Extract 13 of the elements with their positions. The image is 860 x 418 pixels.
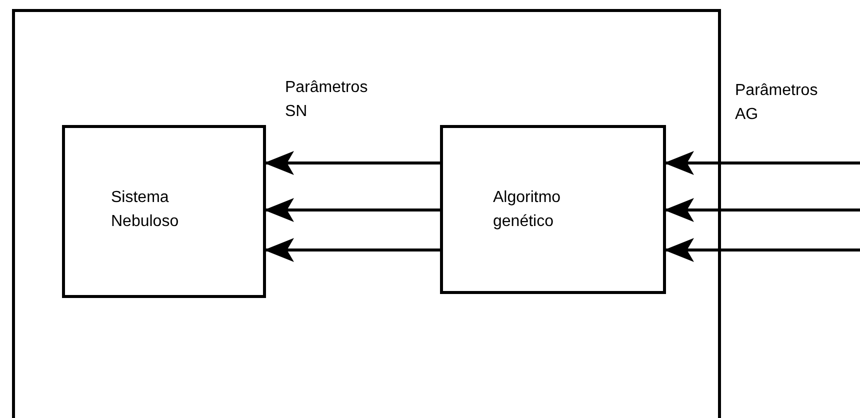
box-label: Sistema Nebuloso <box>111 188 180 232</box>
parameter-label: Parâmetros AG <box>735 81 819 125</box>
process-box <box>62 125 266 298</box>
process-box <box>440 125 666 294</box>
arrow <box>664 198 860 222</box>
arrow <box>264 238 440 262</box>
arrow <box>664 151 860 175</box>
parameter-label: Parâmetros SN <box>285 78 369 122</box>
system-boundary-box <box>12 9 721 418</box>
arrow <box>264 151 440 175</box>
arrow <box>264 198 440 222</box>
arrow <box>664 238 860 262</box>
box-label: Algoritmo genético <box>493 188 562 232</box>
